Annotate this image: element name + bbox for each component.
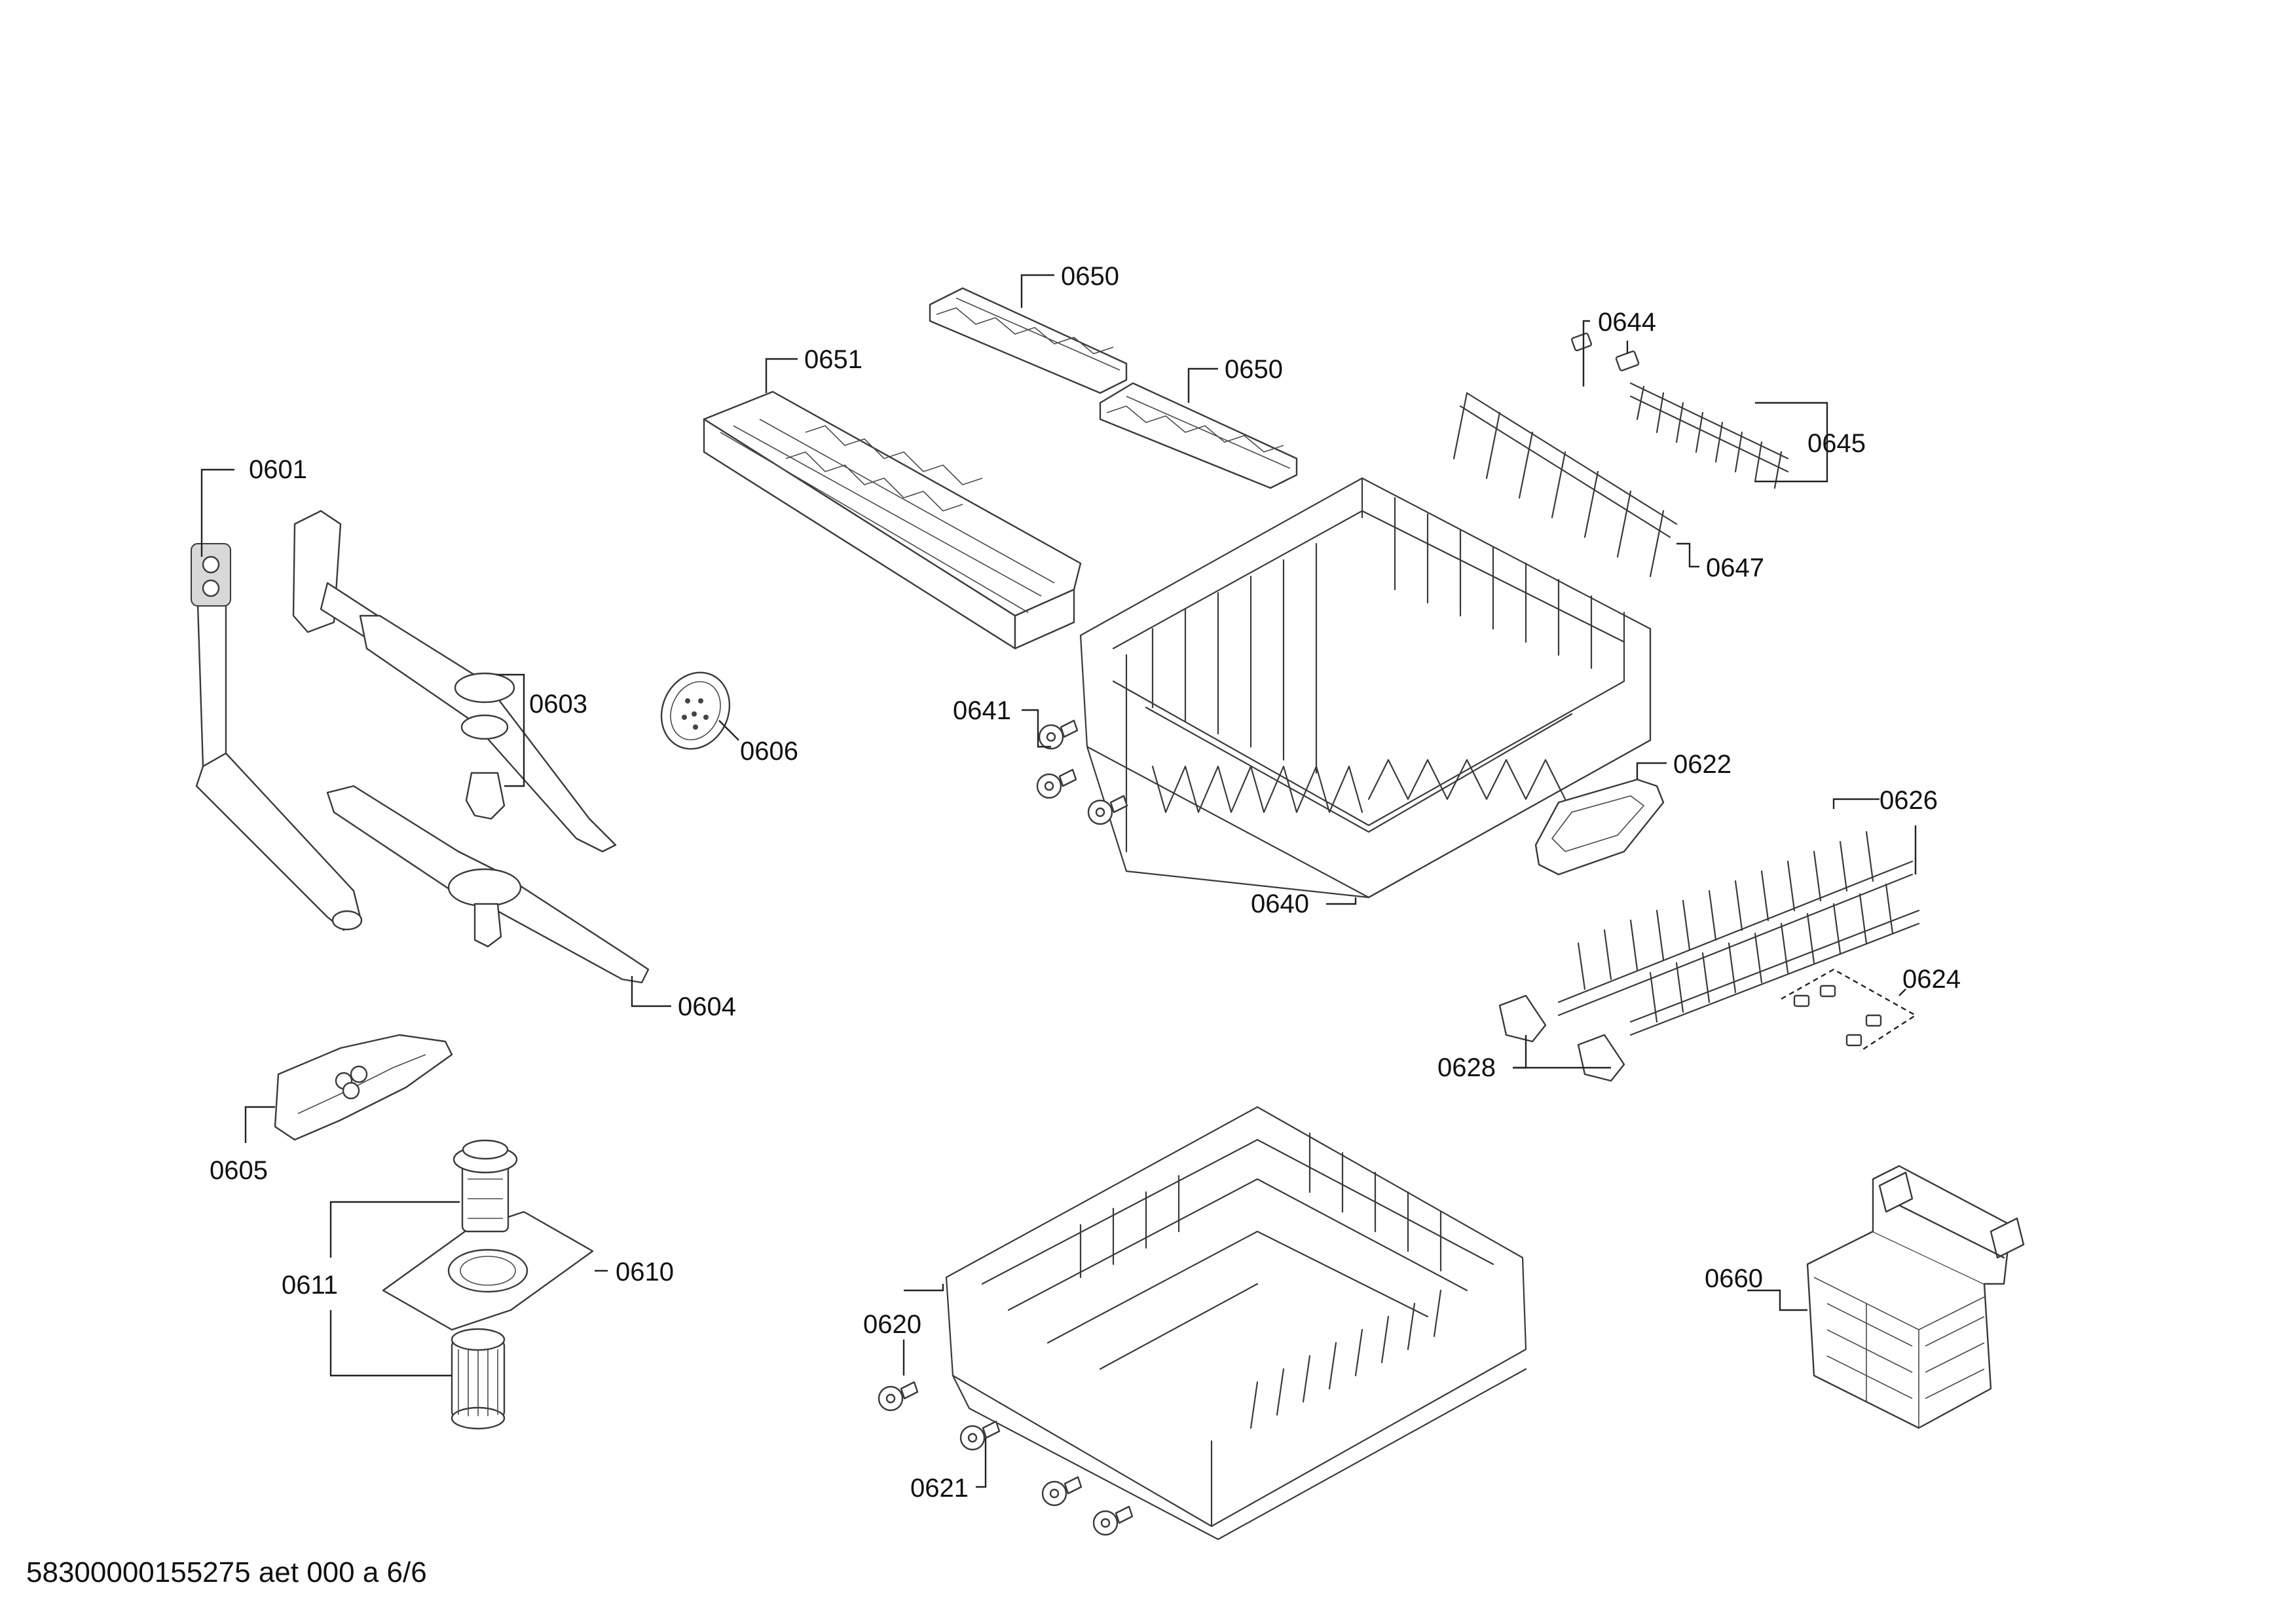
callout-0601: 0601 — [200, 455, 307, 557]
svg-text:0650: 0650 — [1225, 355, 1283, 384]
callout-0605: 0605 — [210, 1106, 275, 1185]
callout-0641: 0641 — [953, 696, 1051, 748]
svg-text:0641: 0641 — [953, 696, 1011, 725]
callout-0624: 0624 — [1781, 965, 1961, 1053]
part-0626-plate-racks — [1557, 831, 1920, 1036]
part-0604-lower-spray-arm — [326, 785, 650, 984]
part-0601-supply-tube — [191, 543, 363, 931]
part-0644-clips — [1571, 332, 1640, 371]
svg-text:0660: 0660 — [1705, 1264, 1763, 1293]
part-0603-upper-spray-arm — [292, 510, 617, 853]
callout-0620: 0620 — [863, 1284, 944, 1376]
part-0660-cutlery-basket — [1806, 1165, 2025, 1429]
svg-text:0645: 0645 — [1807, 429, 1866, 458]
callout-0647: 0647 — [1676, 542, 1764, 582]
callout-0640: 0640 — [1251, 890, 1357, 918]
svg-text:0624: 0624 — [1902, 965, 1961, 994]
part-0605-micro-filter — [274, 1034, 453, 1141]
svg-text:0650: 0650 — [1061, 262, 1119, 291]
svg-text:0621: 0621 — [910, 1474, 969, 1503]
svg-text:0610: 0610 — [616, 1258, 674, 1286]
part-0606-filter-cap — [660, 671, 731, 750]
part-0640-upper-basket — [1079, 477, 1652, 899]
callout-0660: 0660 — [1705, 1264, 1807, 1311]
svg-text:0622: 0622 — [1673, 750, 1731, 779]
callout-0621: 0621 — [910, 1438, 987, 1503]
callout-0628: 0628 — [1437, 1035, 1611, 1082]
svg-text:0611: 0611 — [282, 1271, 338, 1300]
callout-0626: 0626 — [1832, 786, 1938, 874]
svg-text:0626: 0626 — [1879, 786, 1938, 815]
part-0611-filter-cylinder — [451, 1139, 518, 1430]
part-0624-clips — [1793, 985, 1882, 1047]
callout-0604: 0604 — [631, 976, 736, 1021]
callout-0644: 0644 — [1582, 308, 1656, 386]
callout-0611: 0611 — [282, 1201, 460, 1377]
callout-0603: 0603 — [496, 673, 587, 787]
callout-0651: 0651 — [765, 345, 862, 393]
callout-0610: 0610 — [595, 1258, 674, 1286]
document-footer-code: 58300000155275 aet 000 a 6/6 — [26, 1556, 427, 1588]
part-0621-rollers — [878, 1381, 1134, 1536]
svg-text:0606: 0606 — [740, 737, 798, 766]
svg-text:0601: 0601 — [249, 455, 307, 484]
svg-text:0647: 0647 — [1706, 554, 1764, 582]
svg-text:0640: 0640 — [1251, 890, 1309, 918]
part-0622-basket-handle — [1534, 778, 1665, 876]
callout-0622: 0622 — [1636, 750, 1731, 779]
svg-text:0651: 0651 — [804, 345, 862, 374]
callout-0645: 0645 — [1755, 402, 1866, 483]
part-0651-cutlery-tray — [703, 390, 1082, 650]
callout-0650a: 0650 — [1020, 262, 1119, 308]
part-0650-rack-second — [1099, 382, 1298, 489]
svg-text:0604: 0604 — [678, 992, 736, 1021]
part-0620-lower-basket — [945, 1106, 1527, 1541]
part-0641-rollers — [1036, 719, 1128, 825]
callout-0650b: 0650 — [1187, 355, 1283, 403]
svg-text:0603: 0603 — [529, 690, 587, 719]
part-0610-flat-filter — [382, 1210, 594, 1331]
part-0628-slides — [1498, 994, 1625, 1082]
svg-text:0620: 0620 — [863, 1310, 921, 1339]
svg-text:0644: 0644 — [1598, 308, 1656, 337]
svg-text:0628: 0628 — [1437, 1053, 1496, 1082]
part-0647-cup-shelf — [1453, 392, 1678, 578]
callout-0606: 0606 — [718, 720, 798, 766]
part-0645-cup-rack — [1629, 382, 1789, 489]
svg-text:0605: 0605 — [210, 1156, 268, 1185]
part-0650-rack-top — [929, 287, 1128, 394]
